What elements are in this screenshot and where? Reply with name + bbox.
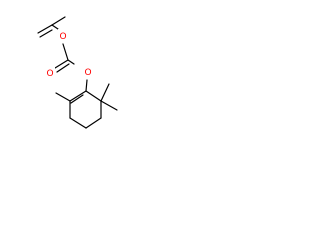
bond-ring-methyl-left — [55, 92, 71, 102]
ring-bond-4 — [85, 117, 102, 129]
oxygen-label-top: O — [59, 32, 66, 42]
bond-gem-methyl-upper — [100, 83, 110, 102]
bond-carbonyl-carbon-to-oxygen — [67, 59, 75, 65]
bond-gem-methyl-right — [100, 100, 118, 111]
bond-carbonyl-double-1 — [54, 59, 69, 69]
ring-bond-6 — [85, 90, 102, 102]
oxygen-atom-carbonyl: O — [45, 66, 55, 80]
ring-bond-1 — [69, 90, 87, 102]
bond-vinyl-double-2 — [39, 29, 53, 38]
bond-oxygen-to-carbonyl-carbon — [62, 43, 69, 61]
oxygen-label-carbonyl: O — [46, 69, 53, 79]
bond-vinyl-double-1 — [37, 24, 53, 34]
oxygen-label-ring: O — [84, 68, 91, 78]
bond-methyl-vinyl — [51, 16, 66, 26]
ring-bond-1-double — [70, 94, 84, 104]
molecule-structure: O O O — [37, 16, 118, 129]
oxygen-atom-ring: O — [83, 65, 93, 79]
bond-carbonyl-double-2 — [56, 63, 70, 73]
oxygen-atom-top: O — [58, 29, 68, 43]
ring-bond-3 — [69, 117, 87, 129]
bond-vinyl-to-oxygen — [51, 24, 59, 30]
bond-oxygen-to-ring — [85, 79, 88, 92]
